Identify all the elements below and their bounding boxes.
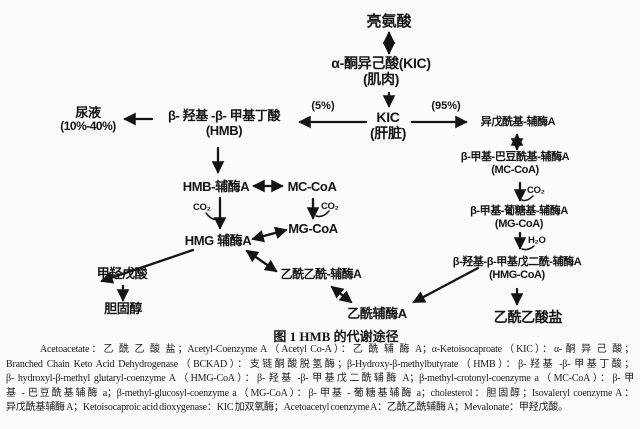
node-kic-muscle: α-酮异己酸(KIC) (肌肉) (331, 55, 431, 88)
node-acetyl-coa: 乙酰辅酶A (347, 306, 407, 321)
node-urine: 尿液 (10%-40%) (60, 105, 116, 134)
arrow-hmgcoa-to-mevalonate (100, 248, 195, 284)
label-h2o: H₂O (528, 235, 546, 246)
arrow-hmgcoa-mgcoa (251, 226, 288, 243)
label-co2-mid: CO₂ (321, 201, 339, 212)
node-mc-coa-right-line2: (MC-CoA) (491, 163, 539, 176)
arrow-layer (100, 31, 535, 306)
legend-line-5: 异戊酰基辅酶 A；Ketoisocaproic acid dioxygenase… (6, 402, 568, 413)
arrow-acetoacetylcoa-acetylcoa (330, 285, 353, 304)
legend-paragraph: Acetoacetate：乙 酰 乙 酸 盐；Acetyl-Coenzyme A… (0, 343, 640, 416)
label-percent-5: (5%) (311, 100, 335, 112)
node-kic-liver-line2: (肝脏) (369, 125, 407, 142)
figure-caption: 图 1 HMB 的代谢途径 (273, 329, 399, 344)
node-mevalonate: 甲羟戊酸 (96, 266, 148, 281)
legend-line-1: Acetoacetate：乙 酰 乙 酸 盐；Acetyl-Coenzyme A… (40, 344, 634, 355)
node-acetoacetyl-coa: 乙酰乙酰-辅酶A (280, 267, 362, 281)
node-mg-coa-right: β-甲基-葡糖基-辅酶A (MG-CoA) (470, 205, 568, 231)
node-hmg-coa-center: HMG 辅酶A (184, 233, 252, 248)
co2-hook-mid (315, 210, 330, 218)
node-hmg-coa-right-line2: (HMG-CoA) (489, 268, 545, 281)
legend-line-2: Branched Chain Keto Acid Dehydrogenase（B… (6, 358, 634, 370)
node-kic-muscle-line2: (肌肉) (362, 71, 400, 88)
node-cholesterol: 胆固醇 (104, 301, 142, 316)
label-co2-right: CO₂ (527, 185, 545, 196)
node-kic-muscle-line1: α-酮异己酸(KIC) (331, 55, 431, 71)
node-mg-coa-right-line1: β-甲基-葡糖基-辅酶A (470, 205, 568, 217)
node-hmb-coa: HMB-辅酶A (182, 179, 250, 194)
co2-hook-left (205, 212, 219, 221)
node-urine-line2: (10%-40%) (60, 119, 116, 134)
node-acetoacetate: 乙酰乙酸盐 (493, 309, 563, 325)
node-hmb: β- 羟基 -β- 甲基丁酸 (HMB) (168, 108, 280, 138)
node-hmb-line1: β- 羟基 -β- 甲基丁酸 (167, 108, 281, 123)
node-kic-liver: KIC (肝脏) (370, 109, 406, 141)
node-mc-coa-right: β-甲基-巴豆酰基-辅酶A (MC-CoA) (460, 151, 570, 177)
node-hmg-coa-right: β-羟基-β-甲基戊二酰-辅酶A (HMG-CoA) (453, 256, 582, 282)
node-leucine-label: 亮氨酸 (366, 13, 412, 30)
legend-line-3: β- hydroxyl-β-methyl glutaryl-coenzyme A… (6, 373, 634, 384)
node-urine-line1: 尿液 (75, 105, 101, 120)
label-co2-left: CO₂ (193, 202, 211, 213)
node-kic-liver-line1: KIC (376, 109, 400, 125)
node-leucine: 亮氨酸 (366, 13, 411, 30)
node-mg-coa-right-line2: (MG-CoA) (494, 217, 544, 230)
h2o-hook (521, 245, 535, 251)
arrow-hmgcoaR-to-acetylcoa (412, 266, 480, 304)
node-hmb-line2: (HMB) (205, 123, 243, 139)
node-mc-coa-right-line1: β-甲基-巴豆酰基-辅酶A (460, 151, 570, 163)
node-mg-coa-center: MG-CoA (288, 221, 338, 236)
node-isovaleryl-coa: 异戊酰基-辅酶A (480, 116, 556, 128)
node-hmg-coa-right-line1: β-羟基-β-甲基戊二酰-辅酶A (452, 256, 582, 268)
legend-line-4: 基 - 巴豆酰基辅酶 a；β-methyl-glucosyl-coenzyme … (6, 387, 634, 399)
co2-hook-right (521, 195, 534, 202)
label-percent-95: (95%) (431, 100, 461, 112)
node-mc-coa-center: MC-CoA (287, 179, 337, 194)
arrow-hmgcoa-acetoacetylcoa (245, 249, 278, 273)
